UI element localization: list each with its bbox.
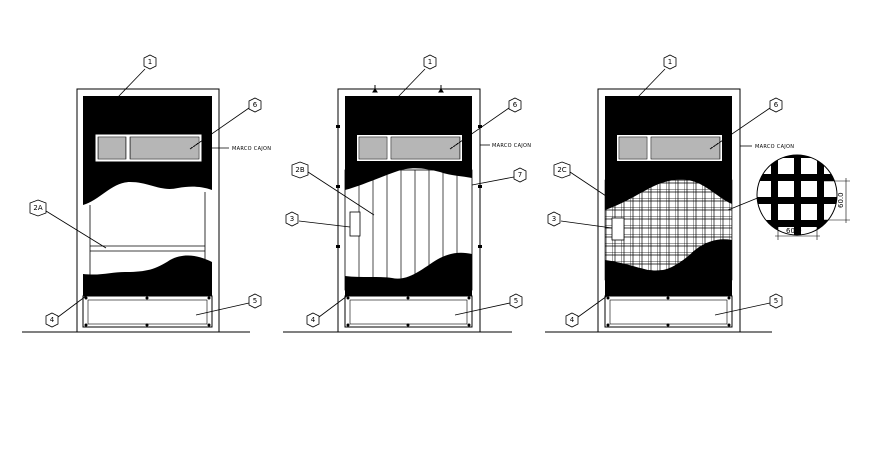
tag-6 <box>248 97 262 113</box>
tag-2a <box>29 199 47 217</box>
tag-label: 3 <box>552 215 556 223</box>
tag-label: 6 <box>253 101 258 109</box>
tag-label: 6 <box>774 101 779 109</box>
outer-frame <box>76 88 220 333</box>
dimension-horizontal: 60.0 <box>786 227 802 235</box>
elevation-1: 1 6 2A 4 5 MARCO CAJON <box>29 54 271 333</box>
tag-1 <box>143 54 157 70</box>
tag-label: 5 <box>253 297 257 305</box>
outer-frame <box>337 88 481 333</box>
frame-note: MARCO CAJON <box>492 143 531 149</box>
frame-note: MARCO CAJON <box>755 144 794 150</box>
tag-label: 2B <box>295 166 304 174</box>
tag-label: 3 <box>290 215 294 223</box>
door-handle <box>611 217 625 241</box>
tag-5 <box>248 293 262 309</box>
tag-label: 6 <box>513 101 518 109</box>
door-handle <box>349 211 361 237</box>
tag-label: 7 <box>518 171 522 179</box>
elevation-3: 60.0 60.0 1 6 2C 3 4 5 MARCO CAJON <box>547 54 850 333</box>
tag-label: 2C <box>557 166 566 174</box>
tag-label: 5 <box>514 297 518 305</box>
tag-label: 4 <box>570 316 575 324</box>
bottom-panel <box>345 252 472 296</box>
tag-4 <box>45 312 59 328</box>
tag-label: 1 <box>148 58 152 66</box>
tag-label: 1 <box>428 58 432 66</box>
outer-frame <box>597 88 741 333</box>
kick-plate <box>604 295 733 328</box>
frame-note: MARCO CAJON <box>232 146 271 152</box>
kick-plate <box>82 295 213 328</box>
tag-label: 4 <box>311 316 316 324</box>
bottom-panel <box>83 255 212 296</box>
bottom-panel <box>605 239 732 296</box>
tag-label: 5 <box>774 297 778 305</box>
kick-plate <box>344 295 473 328</box>
elevation-2: 1 6 2B 3 7 4 5 MARCO CAJON <box>285 54 531 333</box>
tag-label: 1 <box>668 58 672 66</box>
tag-label: 2A <box>33 204 42 212</box>
tag-label: 4 <box>50 316 55 324</box>
dimension-vertical: 60.0 <box>837 192 845 208</box>
